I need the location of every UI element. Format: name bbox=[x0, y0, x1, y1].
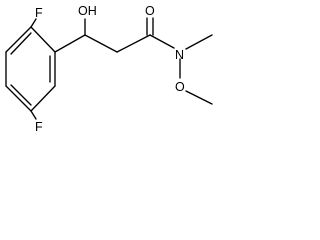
molecule-structure: F F OH O N O bbox=[5, 4, 213, 134]
bond-ch2-carbonyl bbox=[116, 34, 151, 53]
ring-double-bond-inner-1 bbox=[10, 32, 32, 55]
benzene-ring bbox=[5, 26, 56, 112]
ring-bond-1 bbox=[5, 26, 32, 53]
bond-c-f-top bbox=[30, 18, 37, 28]
bond-ring-chiral-carbon bbox=[54, 34, 86, 53]
ring-bond-4 bbox=[30, 85, 56, 112]
bond-carbonyl-n bbox=[149, 34, 175, 49]
fluorine-bottom-label: F bbox=[35, 120, 43, 134]
bond-o-methyl bbox=[185, 90, 213, 105]
carbonyl-oxygen-label: O bbox=[145, 4, 155, 18]
ring-bond-3 bbox=[5, 85, 32, 112]
hydroxyl-label: OH bbox=[78, 4, 97, 18]
bond-c-f-bottom bbox=[30, 110, 37, 120]
nitrogen-label: N bbox=[175, 48, 184, 62]
bond-chiral-carbon-ch2 bbox=[84, 34, 118, 53]
fluorine-top-label: F bbox=[35, 6, 43, 20]
methoxy-oxygen-label: O bbox=[175, 80, 185, 94]
bond-n-methyl bbox=[185, 34, 213, 50]
ring-double-bond-inner-2 bbox=[10, 84, 32, 106]
ring-bond-6 bbox=[30, 26, 56, 53]
